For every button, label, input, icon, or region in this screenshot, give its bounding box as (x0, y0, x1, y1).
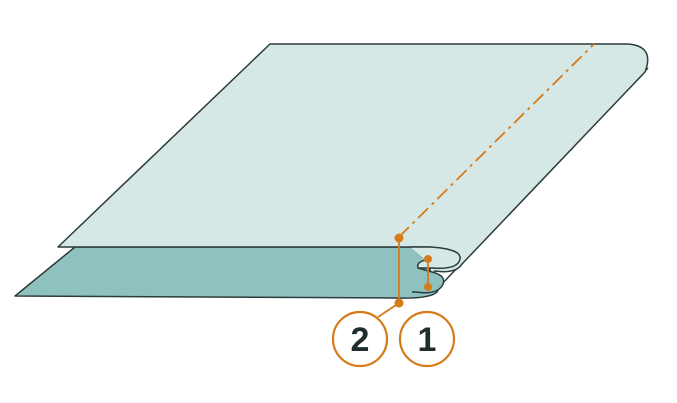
callout-2-connector (377, 302, 400, 318)
callout-1-dot-bottom (424, 283, 432, 291)
callout-2-circle (331, 310, 389, 368)
callout-2-label: 2 (351, 321, 370, 359)
callout-1: 1 (398, 310, 456, 368)
callout-1-circle (398, 310, 456, 368)
callout-2: 2 (331, 310, 389, 368)
callout-1-label: 1 (418, 321, 437, 359)
callout-2-dot-top (394, 233, 404, 243)
stitch-line (398, 43, 595, 238)
top-fabric-layer (57, 43, 649, 278)
callout-1-dot-top (424, 255, 432, 263)
bottom-fabric-layer (14, 246, 441, 299)
seam-fold-upper (410, 246, 461, 270)
